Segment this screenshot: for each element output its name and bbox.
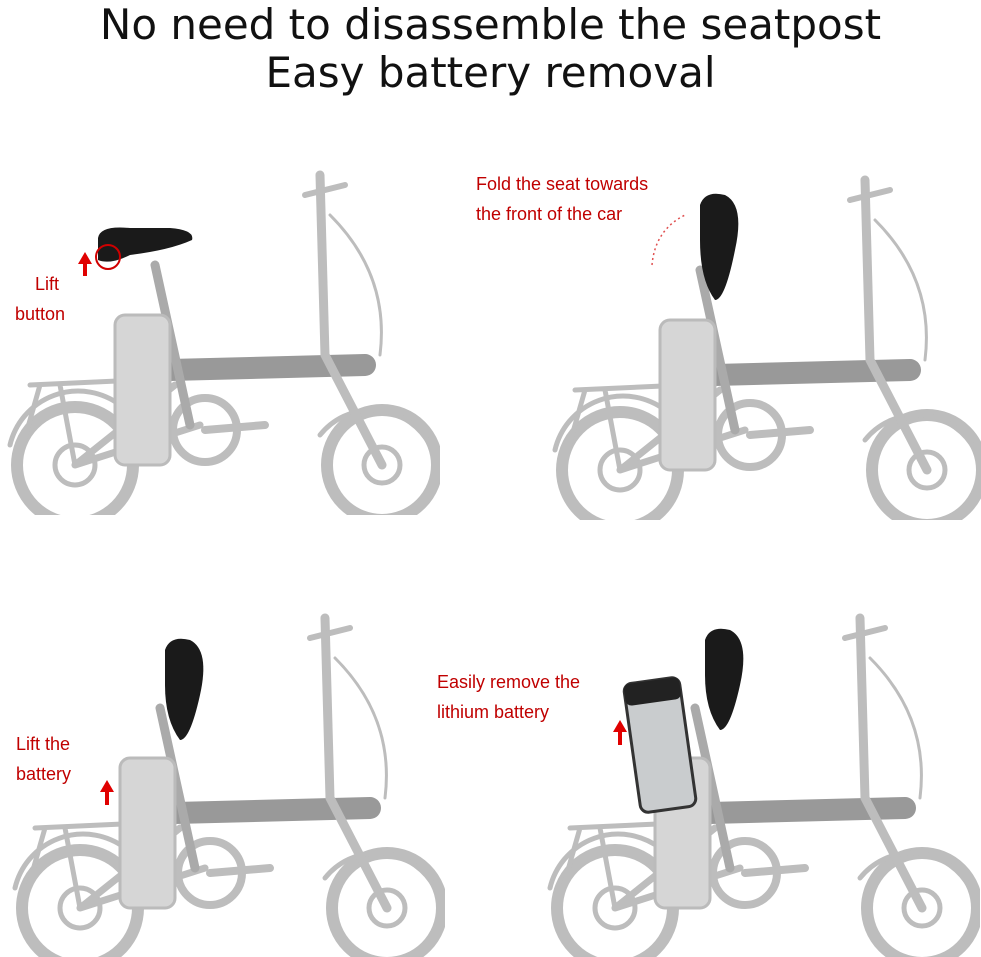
panel-4-bike <box>550 618 977 957</box>
step-1-caption: Lift button <box>15 269 65 329</box>
panel-1-bike <box>10 175 437 523</box>
button-highlight-circle <box>95 244 121 270</box>
caption-line: button <box>15 304 66 324</box>
heading-line-1: No need to disassemble the seatpost <box>99 0 882 49</box>
step-4-caption: Easily remove the lithium battery <box>437 667 580 727</box>
caption-line: Easily remove the <box>437 672 581 692</box>
panel-3-bike <box>15 618 442 957</box>
caption-line: Lift <box>35 274 60 294</box>
caption-line: battery <box>16 764 72 784</box>
caption-line: Lift the <box>16 734 71 754</box>
step-2-caption: Fold the seat towards the front of the c… <box>476 169 648 229</box>
caption-line: the front of the car <box>476 204 623 224</box>
folded-seat <box>705 628 744 730</box>
heading-line-2: Easy battery removal <box>265 48 716 97</box>
up-arrow-icon <box>100 780 114 805</box>
folded-seat <box>165 638 204 740</box>
caption-line: Fold the seat towards <box>476 174 649 194</box>
step-3-caption: Lift the battery <box>16 729 71 789</box>
folded-seat <box>700 193 739 300</box>
up-arrow-icon <box>78 252 92 276</box>
caption-line: lithium battery <box>437 702 550 722</box>
removed-battery <box>622 676 698 814</box>
up-arrow-icon <box>613 720 627 745</box>
fold-direction-arrow <box>651 214 686 266</box>
panel-2-bike <box>555 180 981 528</box>
seat <box>98 227 193 262</box>
